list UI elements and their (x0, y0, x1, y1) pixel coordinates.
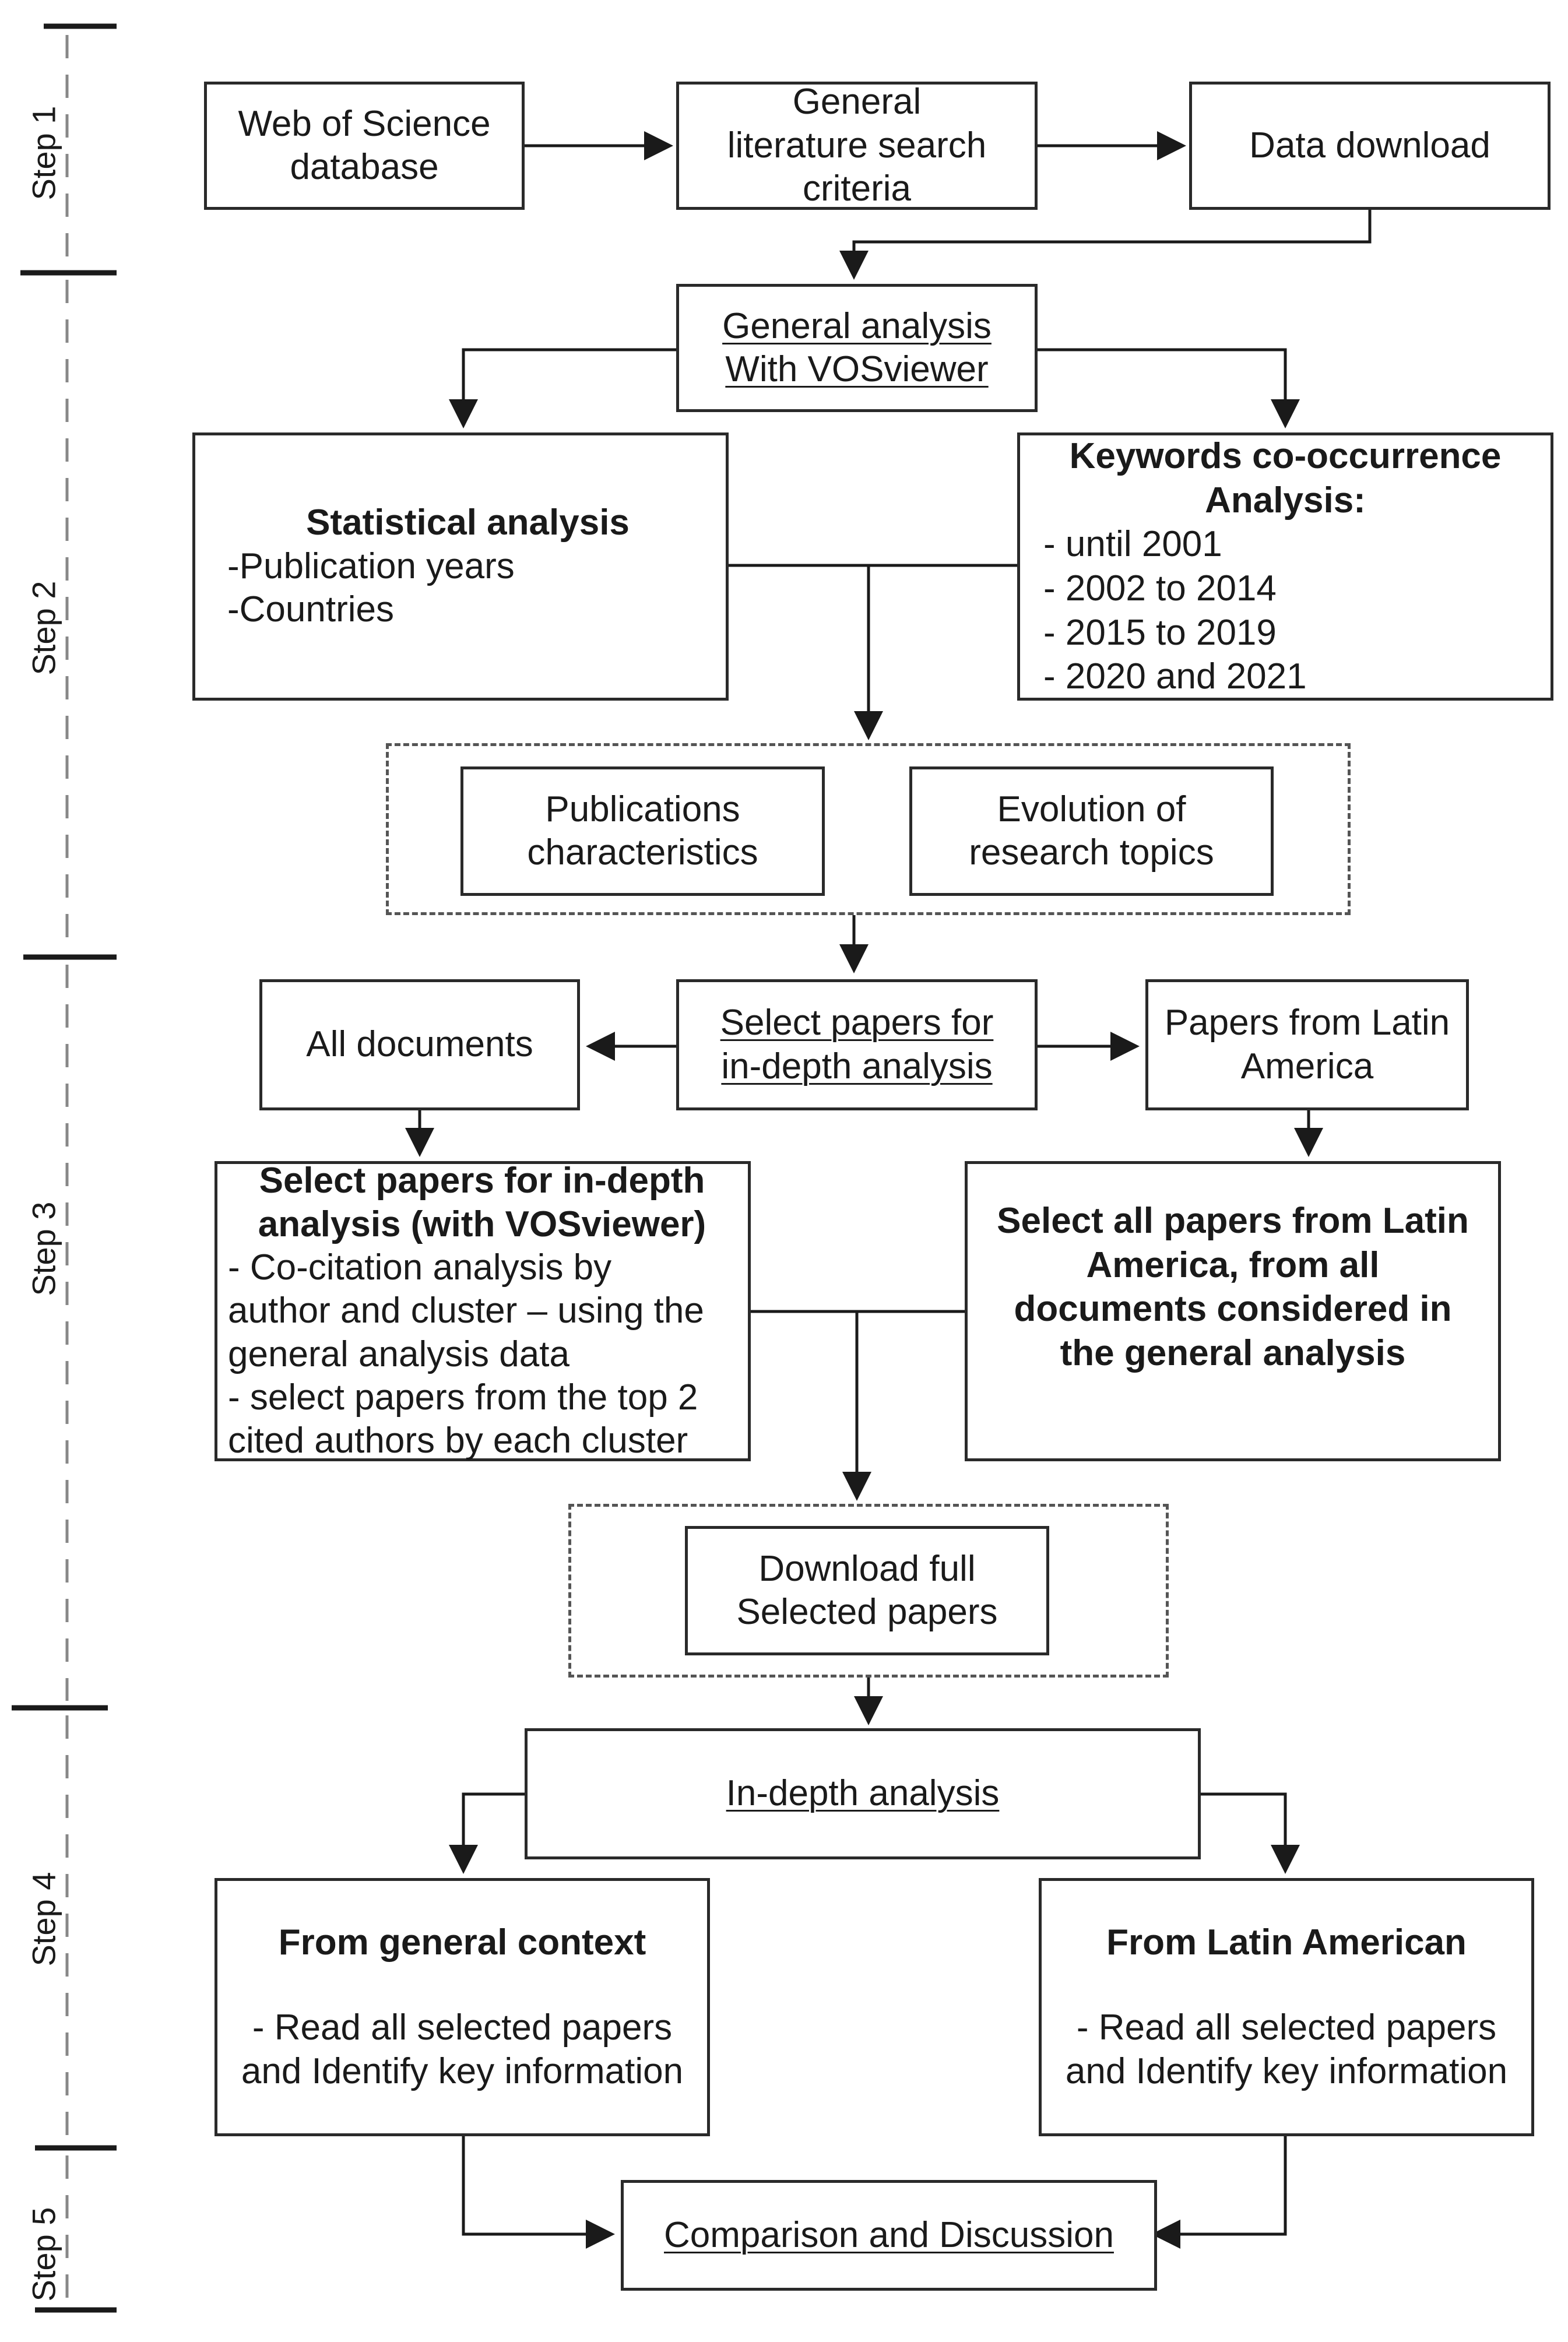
general-context-item-1: - Read all selected papers (252, 2007, 673, 2048)
keywords-item-4: - 2020 and 2021 (1043, 656, 1307, 697)
evolution-line-1: Evolution of (997, 789, 1186, 829)
select-right-line-4: the general analysis (1060, 1332, 1406, 1373)
step-label-4: Step 4 (25, 1872, 62, 1967)
keywords-cooccurrence-box: Keywords co-occurrence Analysis: - until… (1017, 432, 1553, 701)
select-left-title-2: analysis (with VOSviewer) (258, 1204, 706, 1244)
step-label-5: Step 5 (25, 2207, 62, 2302)
data-download-box: Data download (1189, 82, 1551, 210)
step-label-3: Step 3 (25, 1201, 62, 1296)
all-documents-box: All documents (259, 979, 580, 1110)
general-analysis-box: General analysis With VOSviewer (676, 284, 1038, 412)
arrow-download-to-general (839, 210, 1372, 280)
latin-line-2: America (1240, 1046, 1374, 1086)
select-latin-papers-box: Select all papers from Latin America, fr… (965, 1161, 1501, 1461)
indepth-analysis-box: In-depth analysis (525, 1728, 1201, 1859)
general-context-title: From general context (278, 1922, 646, 1963)
comparison-label: Comparison and Discussion (664, 2214, 1114, 2255)
latin-line-1: Papers from Latin (1164, 1003, 1450, 1043)
step-label-2: Step 2 (25, 581, 62, 676)
step-label-1: Step 1 (25, 106, 62, 201)
arrow-indepth-to-latin (1201, 1792, 1300, 1874)
pubchar-line-1: Publications (545, 789, 740, 829)
download-full-line-2: Selected papers (736, 1592, 998, 1632)
select-left-item-1: - Co-citation analysis by (228, 1247, 612, 1288)
stats-title: Statistical analysis (306, 502, 630, 543)
criteria-line-1: General (792, 82, 922, 122)
select-papers-vosviewer-box: Select papers for in-depth analysis (wit… (215, 1161, 751, 1461)
statistical-analysis-box: Statistical analysis -Publication years … (192, 432, 729, 701)
select-left-item-5: cited authors by each cluster (228, 1420, 688, 1461)
keywords-item-1: - until 2001 (1043, 524, 1222, 565)
comparison-discussion-box: Comparison and Discussion (621, 2180, 1157, 2291)
select-right-line-3: documents considered in (1014, 1289, 1452, 1330)
latin-american-box: From Latin American - Read all selected … (1039, 1878, 1534, 2136)
arrow-latin-to-comparison (1151, 2136, 1287, 2249)
wos-line-2: database (290, 147, 439, 187)
general-line-2: With VOSviewer (725, 349, 989, 389)
criteria-line-2: literature search (727, 125, 987, 166)
arrow-general-to-stats (449, 348, 676, 428)
select-right-line-1: Select all papers from Latin (997, 1201, 1469, 1241)
publications-characteristics-box: Publications characteristics (460, 766, 825, 896)
all-docs-label: All documents (306, 1024, 533, 1065)
select-left-item-4: - select papers from the top 2 (228, 1377, 698, 1418)
select-left-item-3: general analysis data (228, 1334, 569, 1374)
latin-american-item-2: and Identify key information (1065, 2051, 1508, 2092)
latin-american-title: From Latin American (1106, 1922, 1467, 1963)
latin-american-item-1: - Read all selected papers (1076, 2007, 1497, 2048)
indepth-label: In-depth analysis (726, 1773, 1000, 1814)
latin-america-papers-box: Papers from Latin America (1145, 979, 1469, 1110)
arrow-general-to-keywords (1038, 348, 1300, 428)
download-dashed-group (568, 1504, 1169, 1678)
download-full-box: Download full Selected papers (685, 1526, 1049, 1655)
wos-line-1: Web of Science (238, 103, 491, 144)
stats-item-countries: -Countries (227, 589, 394, 630)
criteria-line-3: criteria (802, 168, 912, 209)
keywords-title-2: Analysis: (1205, 480, 1366, 521)
download-label: Data download (1249, 125, 1490, 166)
keywords-item-2: - 2002 to 2014 (1043, 568, 1277, 609)
general-context-item-2: and Identify key information (241, 2051, 684, 2092)
search-criteria-box: General literature search criteria (676, 82, 1038, 210)
stats-item-years: -Publication years (227, 546, 515, 586)
select-papers-box: Select papers for in-depth analysis (676, 979, 1038, 1110)
download-full-line-1: Download full (758, 1548, 976, 1589)
select-left-title-1: Select papers for in-depth (259, 1161, 705, 1201)
general-line-1: General analysis (722, 305, 992, 346)
arrow-general-to-comparison (462, 2136, 615, 2249)
select-right-line-2: America, from all (1086, 1244, 1380, 1285)
evolution-line-2: research topics (969, 832, 1214, 873)
keywords-title-1: Keywords co-occurrence (1069, 436, 1502, 477)
evolution-topics-box: Evolution of research topics (909, 766, 1274, 896)
wos-database-box: Web of Science database (204, 82, 525, 210)
general-context-box: From general context - Read all selected… (215, 1878, 710, 2136)
select-line-1: Select papers for (720, 1003, 994, 1043)
keywords-item-3: - 2015 to 2019 (1043, 612, 1277, 653)
pubchar-line-2: characteristics (527, 832, 758, 873)
select-left-item-2: author and cluster – using the (228, 1290, 704, 1331)
results-dashed-group (386, 743, 1351, 915)
arrow-indepth-to-general (449, 1792, 525, 1874)
select-line-2: in-depth analysis (721, 1046, 993, 1086)
